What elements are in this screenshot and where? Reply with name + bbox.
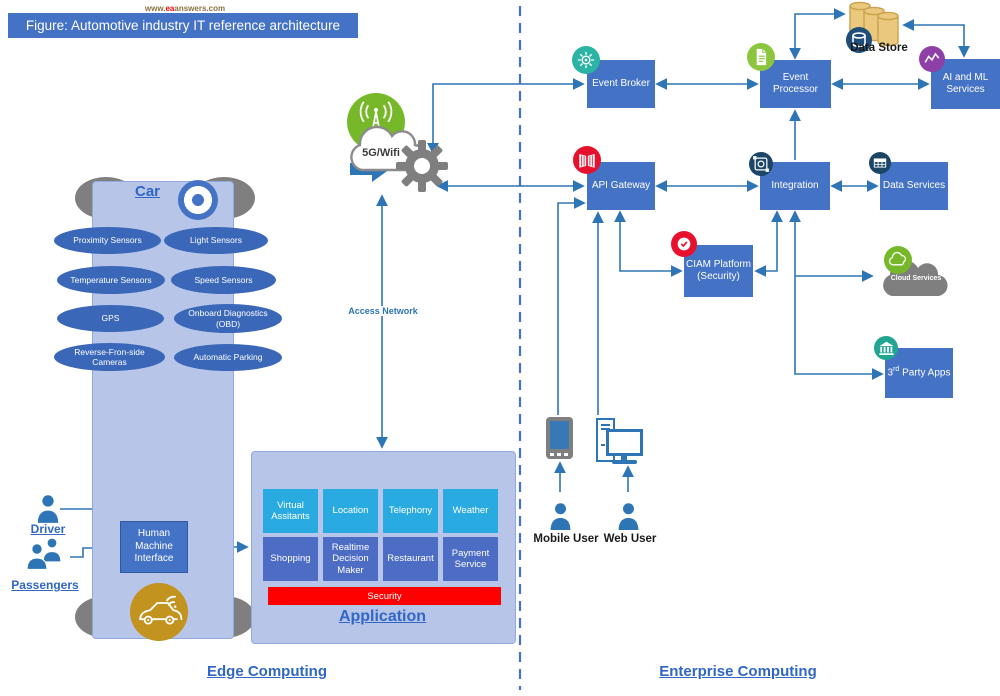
- sensor-proximity: Proximity Sensors: [54, 227, 161, 254]
- mobile-user-label: Mobile User: [533, 533, 599, 545]
- cloud-services-label: Cloud Services: [890, 275, 942, 282]
- driver-label: Driver: [30, 522, 66, 536]
- car-title: Car: [134, 183, 160, 200]
- app-service-payment-service: Payment Service: [443, 537, 498, 581]
- app-service-telephony: Telephony: [383, 489, 438, 533]
- sensor-light: Light Sensors: [164, 227, 268, 254]
- figure-title: Figure: Automotive industry IT reference…: [8, 13, 358, 38]
- passengers-icon: [26, 537, 62, 571]
- mobile-user-icon: [550, 503, 571, 530]
- web-user-icon: [618, 503, 639, 530]
- sensor-obd: Onboard Diagnostics (OBD): [174, 304, 282, 333]
- sensor-cameras: Reverse-Fron-side Cameras: [54, 343, 165, 371]
- data-services-node: Data Services: [880, 162, 948, 210]
- cloud-services-icon: [884, 246, 912, 274]
- event-broker-node: Event Broker: [587, 60, 655, 108]
- app-service-location: Location: [323, 489, 378, 533]
- app-service-shopping: Shopping: [263, 537, 318, 581]
- network-cloud-label: 5G/Wifi: [362, 147, 400, 159]
- data-store-label: Data Store: [850, 42, 908, 54]
- ai-ml-node: AI and ML Services: [931, 59, 1000, 109]
- app-service-weather: Weather: [443, 489, 498, 533]
- access-network-label: Access Network: [344, 306, 422, 316]
- integration-icon: [749, 152, 773, 176]
- desktop-monitor-icon: [606, 429, 643, 456]
- connected-car-icon: [130, 583, 188, 641]
- integration-node: Integration: [760, 162, 830, 210]
- data-store-icon: [846, 1, 899, 53]
- sensor-parking: Automatic Parking: [174, 344, 282, 371]
- event-broker-icon: [572, 46, 600, 74]
- sensor-temperature: Temperature Sensors: [57, 266, 165, 294]
- event-processor-node: Event Processor: [760, 60, 831, 108]
- gear-icon: [396, 140, 448, 192]
- sensor-speed: Speed Sensors: [171, 266, 276, 294]
- driver-icon: [37, 495, 59, 523]
- mobile-phone-icon: [546, 417, 573, 459]
- application-title: Application: [338, 608, 427, 625]
- edge-computing-label: Edge Computing: [207, 663, 327, 680]
- third-party-apps-node: 3rd Party Apps: [885, 348, 953, 398]
- third-party-icon: [874, 336, 898, 360]
- web-user-label: Web User: [603, 533, 657, 545]
- app-service-restaurant: Restaurant: [383, 537, 438, 581]
- api-gateway-icon: [573, 146, 601, 174]
- enterprise-computing-label: Enterprise Computing: [659, 663, 817, 680]
- ciam-node: CIAM Platform (Security): [684, 245, 753, 297]
- steering-wheel-icon: [178, 180, 218, 220]
- passengers-label: Passengers: [11, 578, 79, 592]
- api-gateway-node: API Gateway: [587, 162, 655, 210]
- app-service-realtime-decision-maker: Realtime Decision Maker: [323, 537, 378, 581]
- site-url: www.eaanswers.com: [144, 4, 226, 13]
- app-service-virtual-assistants: Virtual Assitants: [263, 489, 318, 533]
- hmi-box: Human Machine Interface: [120, 521, 188, 573]
- security-bar: Security: [268, 587, 501, 605]
- data-services-icon: [869, 152, 891, 174]
- event-processor-icon: [747, 43, 775, 71]
- ciam-icon: [671, 231, 697, 257]
- ai-ml-icon: [919, 46, 945, 72]
- sensor-gps: GPS: [57, 305, 164, 332]
